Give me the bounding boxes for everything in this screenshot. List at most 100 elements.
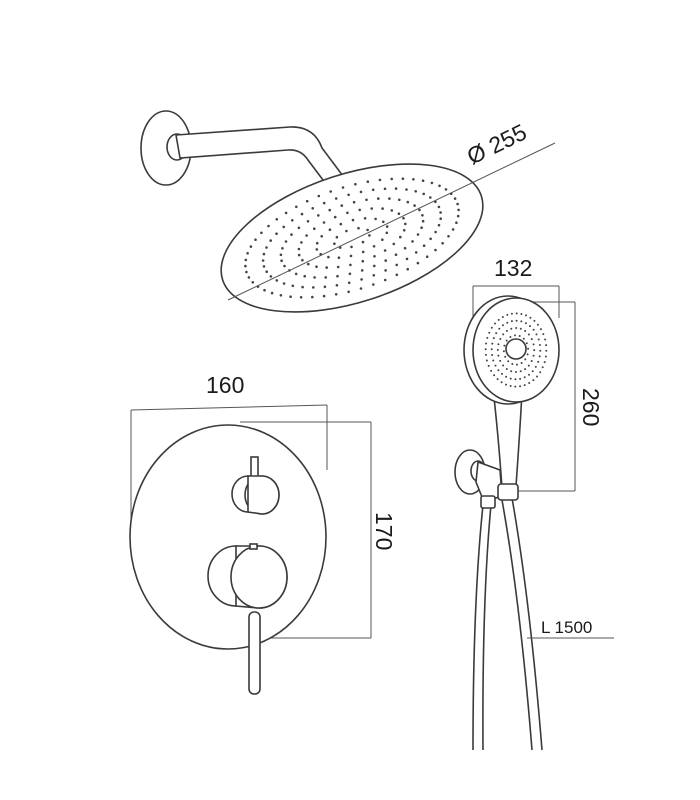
nozzle-dot xyxy=(533,349,536,352)
nozzle-dot xyxy=(245,270,248,274)
nozzle-dot xyxy=(518,335,521,337)
nozzle-dot xyxy=(444,188,448,191)
nozzle-dot xyxy=(398,198,401,202)
nozzle-dot xyxy=(434,248,437,252)
head-diameter-label: Ø 255 xyxy=(463,119,531,170)
nozzle-dot xyxy=(340,204,344,207)
nozzle-dot xyxy=(510,370,513,373)
nozzle-dot xyxy=(519,327,522,330)
nozzle-dot xyxy=(280,259,283,263)
nozzle-dot xyxy=(262,265,266,268)
nozzle-dot xyxy=(406,267,410,271)
nozzle-dot xyxy=(514,385,517,388)
nozzle-dot xyxy=(348,272,352,276)
nozzle-dot xyxy=(378,178,382,182)
nozzle-dot xyxy=(385,231,389,235)
nozzle-dot xyxy=(289,295,292,299)
nozzle-dot xyxy=(263,288,266,292)
nozzle-dot xyxy=(421,219,425,223)
wall-bracket xyxy=(454,449,503,509)
nozzle-dot xyxy=(279,294,283,297)
nozzle-dot xyxy=(485,359,488,362)
nozzle-dot xyxy=(496,378,499,381)
nozzle-dot xyxy=(429,196,432,199)
nozzle-dot xyxy=(295,205,298,209)
nozzle-dot xyxy=(502,364,505,367)
nozzle-dot xyxy=(347,281,351,285)
nozzle-dot xyxy=(341,186,345,189)
nozzle-dot xyxy=(532,328,535,331)
nozzle-dot xyxy=(434,230,437,234)
nozzle-dot xyxy=(425,255,429,258)
nozzle-dot xyxy=(297,226,301,230)
nozzle-dot xyxy=(405,188,408,191)
nozzle-dot xyxy=(403,246,407,250)
nozzle-dot xyxy=(514,334,516,337)
nozzle-dot xyxy=(397,212,401,215)
nozzle-dot xyxy=(416,233,420,236)
nozzle-dot xyxy=(484,348,487,351)
nozzle-dot xyxy=(509,377,512,380)
nozzle-dot xyxy=(305,234,308,237)
nozzle-dot xyxy=(405,257,409,261)
nozzle-dot xyxy=(385,225,389,228)
nozzle-dot xyxy=(305,199,309,203)
nozzle-dot xyxy=(366,228,369,232)
nozzle-dot xyxy=(536,323,539,326)
nozzle-dot xyxy=(359,287,363,290)
nozzle-dot xyxy=(511,363,514,365)
nozzle-dot xyxy=(510,327,513,330)
nozzle-dot xyxy=(420,226,423,229)
nozzle-dot xyxy=(383,187,387,191)
nozzle-dot xyxy=(541,366,544,369)
nozzle-dot xyxy=(505,383,507,386)
nozzle-dot xyxy=(494,364,497,367)
nozzle-dot xyxy=(275,218,279,221)
nozzle-dot xyxy=(430,181,434,185)
nozzle-dot xyxy=(509,336,512,338)
nozzle-dot xyxy=(492,359,495,362)
nozzle-dot xyxy=(527,364,530,367)
nozzle-dot xyxy=(506,321,509,324)
nozzle-dot xyxy=(543,361,546,364)
nozzle-dot xyxy=(498,327,501,330)
nozzle-dot xyxy=(515,312,518,315)
nozzle-dot xyxy=(290,233,293,236)
nozzle-dot xyxy=(532,354,535,357)
nozzle-dot xyxy=(361,240,365,244)
nozzle-dot xyxy=(244,264,247,268)
nozzle-dot xyxy=(422,244,426,247)
nozzle-dot xyxy=(490,348,493,351)
nozzle-dot xyxy=(275,232,278,235)
nozzle-dot xyxy=(383,278,387,282)
nozzle-dot xyxy=(488,331,491,334)
nozzle-dot xyxy=(496,348,499,351)
nozzle-dot xyxy=(311,295,314,299)
nozzle-dot xyxy=(317,214,320,217)
nozzle-dot xyxy=(491,342,494,345)
nozzle-dot xyxy=(313,276,316,279)
nozzle-dot xyxy=(372,245,376,248)
nozzle-dot xyxy=(361,259,365,263)
nozzle-dot xyxy=(333,215,337,219)
nozzle-dot xyxy=(312,286,315,289)
nozzle-dot xyxy=(421,214,424,217)
hand-shower: 132 260 L 1500 xyxy=(454,255,614,751)
nozzle-dot xyxy=(366,180,370,183)
nozzle-dot xyxy=(394,187,398,190)
nozzle-dot xyxy=(455,221,458,224)
nozzle-dot xyxy=(325,266,329,269)
nozzle-dot xyxy=(538,355,541,358)
nozzle-dot xyxy=(303,274,307,278)
nozzle-dot xyxy=(497,318,500,321)
nozzle-dot xyxy=(371,188,375,192)
nozzle-dot xyxy=(383,249,387,252)
nozzle-dot xyxy=(365,198,368,202)
nozzle-dot xyxy=(502,333,505,336)
nozzle-dot xyxy=(297,247,301,251)
nozzle-dot xyxy=(246,252,249,255)
nozzle-dot xyxy=(267,224,270,228)
nozzle-dot xyxy=(323,285,327,289)
diverter-knob xyxy=(231,456,280,515)
nozzle-dot xyxy=(360,269,364,272)
